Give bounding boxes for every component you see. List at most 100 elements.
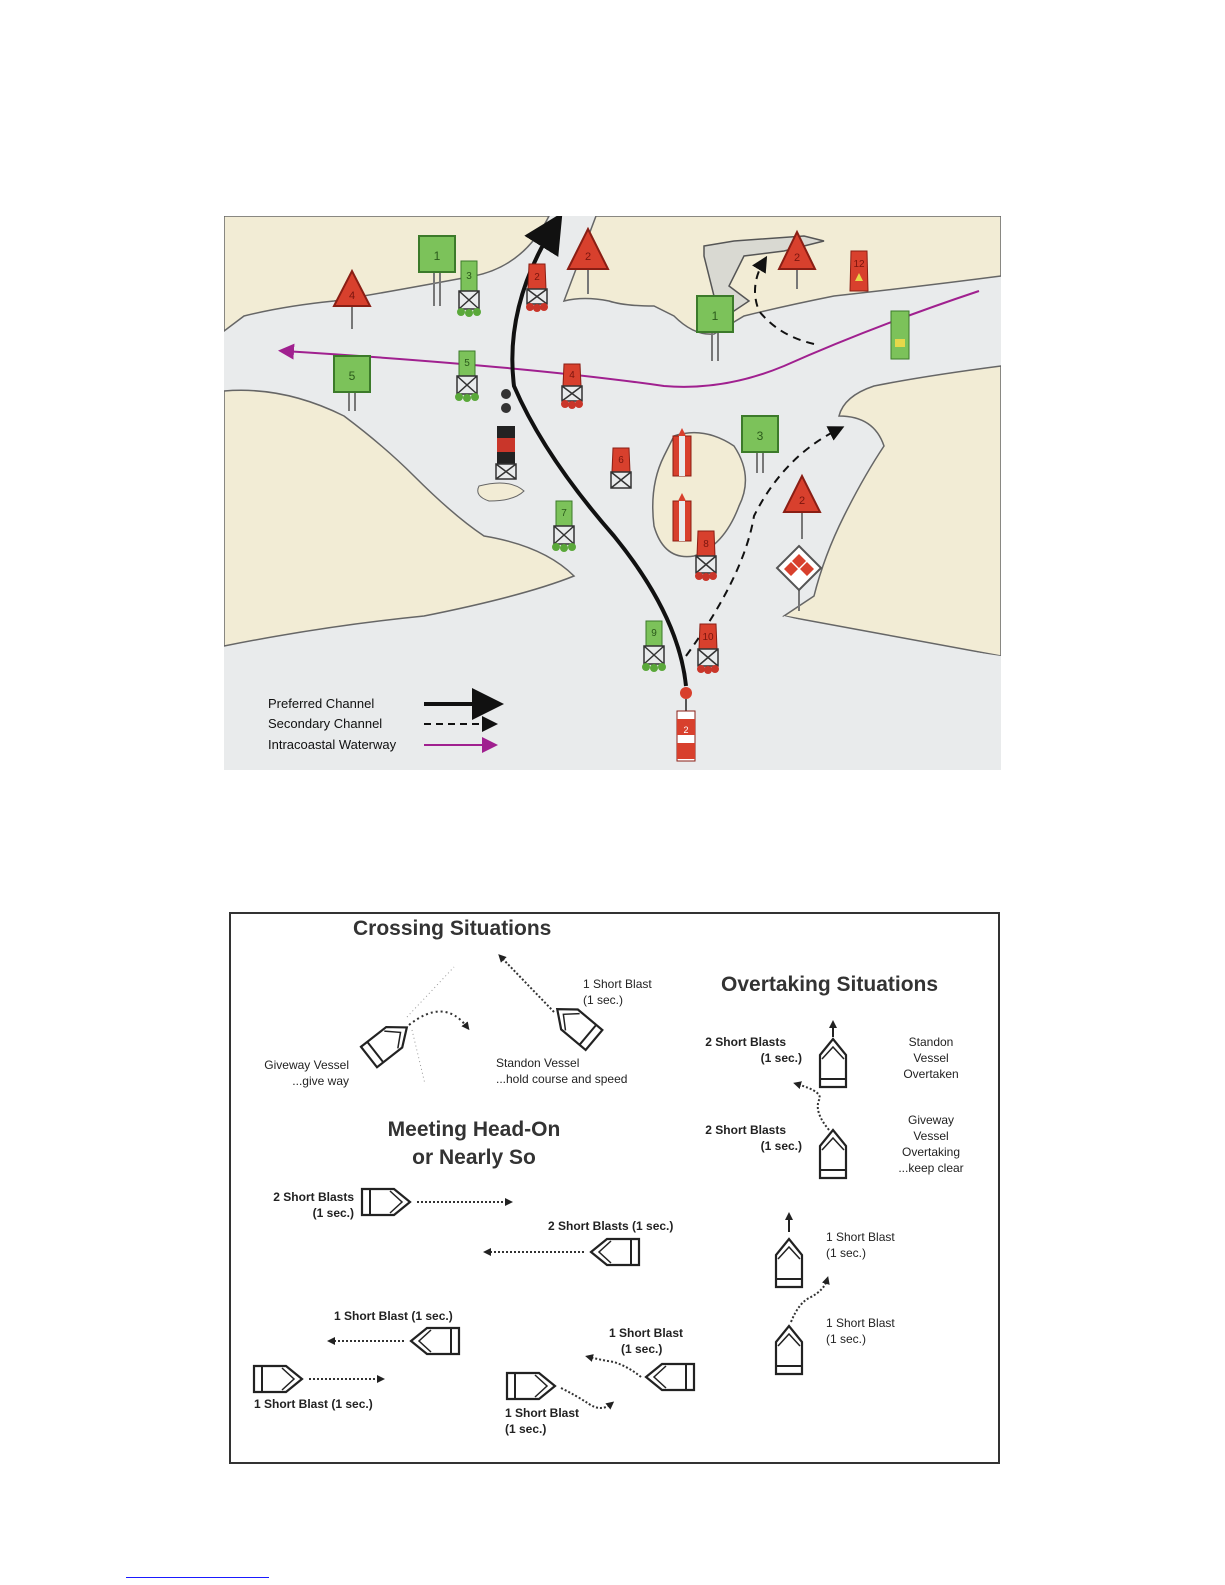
- footer-link-underline: [126, 1577, 269, 1578]
- meeting-blast-f-line2: (1 sec.): [505, 1422, 546, 1436]
- overtaking-giveway-path: [793, 1081, 830, 1131]
- crossing-giveway-line2: ...give way: [292, 1074, 349, 1088]
- green-daymark-1a-label: 1: [434, 249, 441, 263]
- green-junction-marker: [890, 310, 910, 360]
- green-buoy-7: 7: [552, 500, 576, 552]
- legend-icw-label: Intracoastal Waterway: [268, 737, 397, 752]
- green-buoy-5-label: 5: [464, 358, 470, 369]
- crossing-blast-line1: 1 Short Blast: [583, 977, 652, 991]
- red-buoy-10: 10: [697, 623, 719, 674]
- meeting-blast-a-line1: 2 Short Blasts: [273, 1190, 354, 1204]
- red-buoy-6: 6: [610, 447, 632, 489]
- land-top-left: [224, 216, 550, 332]
- overtaking-blast2a-line1: 2 Short Blasts: [705, 1035, 786, 1049]
- meeting-blast-a-line2: (1 sec.): [313, 1206, 354, 1220]
- green-daymark-3-label: 3: [757, 429, 764, 443]
- preferred-channel-line: [510, 216, 688, 687]
- red-buoy-8: 8: [695, 530, 717, 581]
- crossing-giveway-line1: Giveway Vessel: [264, 1058, 349, 1072]
- red-daymark-4-label: 4: [349, 290, 355, 302]
- island-marker-lower: [672, 493, 692, 542]
- land-top-middle: [562, 216, 1001, 335]
- rules-border: [229, 912, 1000, 1464]
- green-daymark-5: 5: [333, 355, 371, 411]
- land-right: [782, 365, 1001, 657]
- crossing-title: Crossing Situations: [353, 917, 551, 940]
- green-buoy-7-label: 7: [561, 508, 567, 519]
- overtaking-standon-line3: Overtaken: [903, 1067, 958, 1081]
- isolated-danger-buoy: [495, 389, 517, 480]
- overtaking-blast2b-line2: (1 sec.): [761, 1139, 802, 1153]
- red-buoy-2-label: 2: [534, 272, 540, 283]
- overtaking-blast1b-line2: (1 sec.): [826, 1332, 866, 1346]
- overtaking-blast1a-line1: 1 Short Blast: [826, 1230, 895, 1244]
- overtaking-giveway-line3: Overtaking: [902, 1145, 960, 1159]
- chart-legend: Preferred Channel Secondary Channel Intr…: [268, 688, 504, 753]
- red-buoy-2: 2: [526, 263, 548, 312]
- red-buoy-4-label: 4: [569, 370, 575, 381]
- overtaking-standon-line1: Standon: [909, 1035, 954, 1049]
- green-daymark-1a: 1: [418, 235, 456, 306]
- overtaking-giveway-line4: ...keep clear: [898, 1161, 963, 1175]
- red-buoy-10-label: 10: [702, 632, 714, 643]
- overtaking-blast1a-line2: (1 sec.): [826, 1246, 866, 1260]
- channel-marker-chart: 1 1 5 3 3 5 7 9: [224, 216, 1001, 770]
- meeting-path-e: [585, 1354, 642, 1378]
- crossing-giveway-path: [408, 1010, 470, 1031]
- rock: [477, 482, 525, 502]
- red-bell-buoy: 2: [676, 687, 696, 762]
- land-bottom-right: [784, 616, 1001, 770]
- green-buoy-3: 3: [457, 260, 481, 317]
- meeting-title-line1: Meeting Head-On: [388, 1118, 561, 1141]
- green-daymark-1b: 1: [696, 295, 734, 361]
- red-bell-buoy-label: 2: [683, 725, 688, 735]
- land-left: [224, 389, 576, 647]
- green-daymark-1b-label: 1: [712, 309, 719, 323]
- green-daymark-3: 3: [741, 415, 779, 473]
- legend-preferred-label: Preferred Channel: [268, 696, 374, 711]
- green-buoy-3-label: 3: [466, 271, 472, 282]
- crossing-standon-line1: Standon Vessel: [496, 1056, 579, 1070]
- secondary-channel-line-1: [685, 426, 845, 657]
- meeting-blast-c: 1 Short Blast (1 sec.): [334, 1309, 453, 1323]
- green-buoy-9: 9: [642, 620, 666, 672]
- red-buoy-12: 12: [849, 250, 869, 292]
- island-marker-upper: [672, 428, 692, 477]
- red-buoy-12-label: 12: [853, 259, 865, 270]
- diamond-junction-daymark: [775, 544, 823, 611]
- overtaking-blast2a-line2: (1 sec.): [761, 1051, 802, 1065]
- meeting-blast-e-line2: (1 sec.): [621, 1342, 662, 1356]
- navigation-rules-diagram: Crossing Situations 1 Short Blast (1 sec…: [229, 912, 1000, 1464]
- meeting-title-line2: or Nearly So: [412, 1146, 536, 1169]
- overtaking-giveway-path-2: [790, 1276, 830, 1323]
- meeting-blast-e-line1: 1 Short Blast: [609, 1326, 683, 1340]
- red-daymark-2c-label: 2: [799, 495, 805, 507]
- overtaking-standon-line2: Vessel: [913, 1051, 948, 1065]
- secondary-channel-line-2: [751, 255, 815, 345]
- crossing-standon-line2: ...hold course and speed: [496, 1072, 627, 1086]
- meeting-blast-b: 2 Short Blasts (1 sec.): [548, 1219, 673, 1233]
- red-daymark-2c: 2: [782, 473, 822, 539]
- meeting-path-f: [560, 1387, 615, 1410]
- meeting-blast-d: 1 Short Blast (1 sec.): [254, 1397, 373, 1411]
- green-daymark-5-label: 5: [349, 369, 356, 383]
- overtaking-giveway-line1: Giveway: [908, 1113, 954, 1127]
- overtaking-title: Overtaking Situations: [721, 973, 938, 996]
- red-buoy-6-label: 6: [618, 455, 624, 466]
- red-daymark-2b-label: 2: [794, 252, 800, 264]
- red-buoy-8-label: 8: [703, 539, 709, 550]
- overtaking-blast1b-line1: 1 Short Blast: [826, 1316, 895, 1330]
- red-buoy-4: 4: [561, 363, 583, 409]
- overtaking-giveway-line2: Vessel: [913, 1129, 948, 1143]
- legend-secondary-label: Secondary Channel: [268, 716, 382, 731]
- green-buoy-9-label: 9: [651, 628, 657, 639]
- green-buoy-5: 5: [455, 350, 479, 402]
- red-daymark-4: 4: [332, 268, 372, 329]
- jetty: [703, 235, 825, 312]
- red-daymark-2b: 2: [777, 229, 817, 289]
- crossing-standon-path: [498, 954, 555, 1013]
- intracoastal-waterway-line: [278, 290, 980, 388]
- meeting-blast-f-line1: 1 Short Blast: [505, 1406, 579, 1420]
- crossing-blast-line2: (1 sec.): [583, 993, 623, 1007]
- red-daymark-2a-label: 2: [585, 251, 591, 263]
